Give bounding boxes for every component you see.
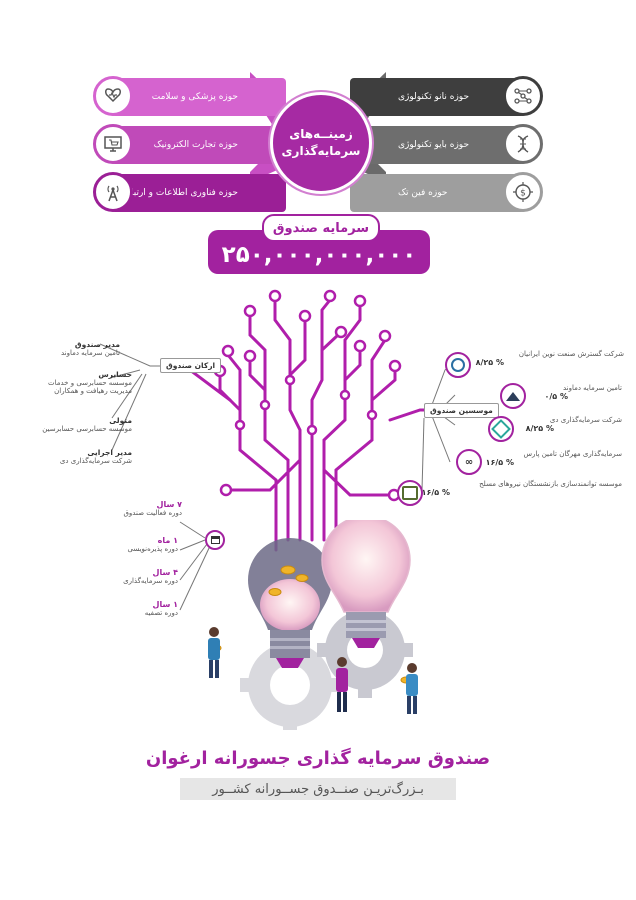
founder-share: % ۸/۲۵ (525, 424, 554, 433)
antenna-icon (93, 172, 133, 212)
founder-item: شرکت گسترش صنعت نوین ایرانیان % ۸/۲۵ (474, 350, 624, 367)
period-label: دوره پذیره‌نویسی (127, 545, 178, 553)
founder-name: شرکت سرمایه‌گذاری دی (549, 416, 622, 424)
investment-areas-center: زمینــه‌های سرمایه‌گذاری (270, 92, 372, 194)
period-item: ۷ سال دوره فعالیت صندوق (102, 500, 182, 517)
pillar-item: مدیر صندوق تامین سرمایه دماوند (20, 340, 120, 357)
founder-logo-icon (500, 383, 526, 409)
period-value: ۴ سال (152, 568, 179, 577)
pillar-item: متولی موسسه حسابرسی حسابرسین (20, 416, 132, 433)
bulbs-illustration (208, 520, 418, 730)
pillar-value: موسسه حسابرسی حسابرسین (42, 425, 132, 433)
pillar-value-line2: مدیریت رهیافت و همکاران (54, 387, 132, 395)
period-label: دوره فعالیت صندوق (123, 509, 182, 517)
calendar-icon (205, 530, 225, 550)
pillar-title: مدیر صندوق (74, 340, 120, 349)
founder-name: تامین سرمایه دماوند (562, 384, 622, 392)
area-medical-label: حوزه پزشکی و سلامت (151, 92, 238, 102)
founder-name: شرکت گسترش صنعت نوین ایرانیان (518, 350, 624, 358)
svg-text:$: $ (520, 189, 526, 199)
founders-tag: موسسین صندوق (424, 403, 499, 418)
person-icon (208, 627, 220, 678)
area-nano-label: حوزه نانو تکنولوژی (398, 92, 470, 102)
lightbulb-icon (321, 520, 411, 648)
center-line1: زمینــه‌های (289, 127, 353, 141)
area-ecommerce-label: حوزه تجارت الکترونیک (153, 140, 238, 150)
founder-share: % ۰/۵ (544, 392, 569, 401)
fund-subtitle: بـزرگ‌تریـن صنــدوق جســورانه کشــور (180, 778, 456, 800)
founder-logo-icon (445, 352, 471, 378)
circuit-tree (168, 289, 432, 552)
pillar-value: تامین سرمایه دماوند (60, 349, 120, 357)
founder-logo-icon (488, 416, 514, 442)
founder-item: تامین سرمایه دماوند % ۰/۵ (528, 384, 623, 401)
person-icon (336, 657, 348, 712)
ecommerce-icon (93, 124, 133, 164)
pillar-item: مدیر اجرایی شرکت سرمایه‌گذاری دی (20, 448, 132, 465)
person-icon (406, 663, 418, 714)
period-value: ۱ سال (152, 600, 179, 609)
period-label: دوره سرمایه‌گذاری (123, 577, 178, 585)
fund-title: صندوق سرمایه گذاری جسورانه ارغوان (145, 748, 491, 769)
lightbulb-icon (248, 538, 332, 668)
founder-share: % ۸/۲۵ (475, 358, 504, 367)
founder-item: موسسه توانمندسازی بازنشستگان نیروهای مسل… (421, 480, 622, 497)
founder-name: موسسه توانمندسازی بازنشستگان نیروهای مسل… (479, 480, 622, 488)
founder-item: سرمایه‌گذاری مهرگان تامین پارس % ۱۶/۵ (484, 450, 622, 467)
area-bio-label: حوزه بایو تکنولوژی (398, 140, 470, 150)
founder-share: % ۱۶/۵ (485, 458, 514, 467)
area-ict-label: حوزه فناوری اطلاعات و ارتباطات (112, 188, 238, 198)
period-label: دوره تصفیه (144, 609, 178, 617)
pillar-title: حسابرس (98, 370, 132, 379)
nano-icon (503, 76, 543, 116)
area-fintech-label: حوزه فین تک (398, 188, 448, 198)
fund-capital-label: سرمایه صندوق (262, 214, 380, 242)
period-item: ۱ سال دوره تصفیه (102, 600, 178, 617)
pillar-title: مدیر اجرایی (87, 448, 132, 457)
pillars-connector (99, 343, 160, 451)
periods-connector (179, 521, 211, 611)
period-item: ۱ ماه دوره پذیره‌نویسی (102, 536, 178, 553)
period-item: ۴ سال دوره سرمایه‌گذاری (102, 568, 178, 585)
pillar-value: شرکت سرمایه‌گذاری دی (59, 457, 132, 465)
fintech-icon: $ (503, 172, 543, 212)
medical-icon (93, 76, 133, 116)
pillar-title: متولی (109, 416, 132, 425)
pillar-value: موسسه حسابرسی و خدمات (48, 379, 132, 387)
center-line2: سرمایه‌گذاری (281, 144, 361, 158)
period-value: ۱ ماه (157, 536, 178, 545)
pillar-item: حسابرس موسسه حسابرسی و خدمات مدیریت رهیا… (20, 370, 132, 395)
founder-item: شرکت سرمایه‌گذاری دی % ۸/۲۵ (516, 416, 622, 433)
founder-share: % ۱۶/۵ (421, 488, 450, 497)
pillars-tag: ارکان صندوق (160, 358, 222, 373)
founder-logo-icon (397, 480, 423, 506)
founder-name: سرمایه‌گذاری مهرگان تامین پارس (523, 450, 622, 458)
bio-icon (503, 124, 543, 164)
founder-logo-icon: ∞ (456, 449, 482, 475)
period-value: ۷ سال (156, 500, 183, 509)
